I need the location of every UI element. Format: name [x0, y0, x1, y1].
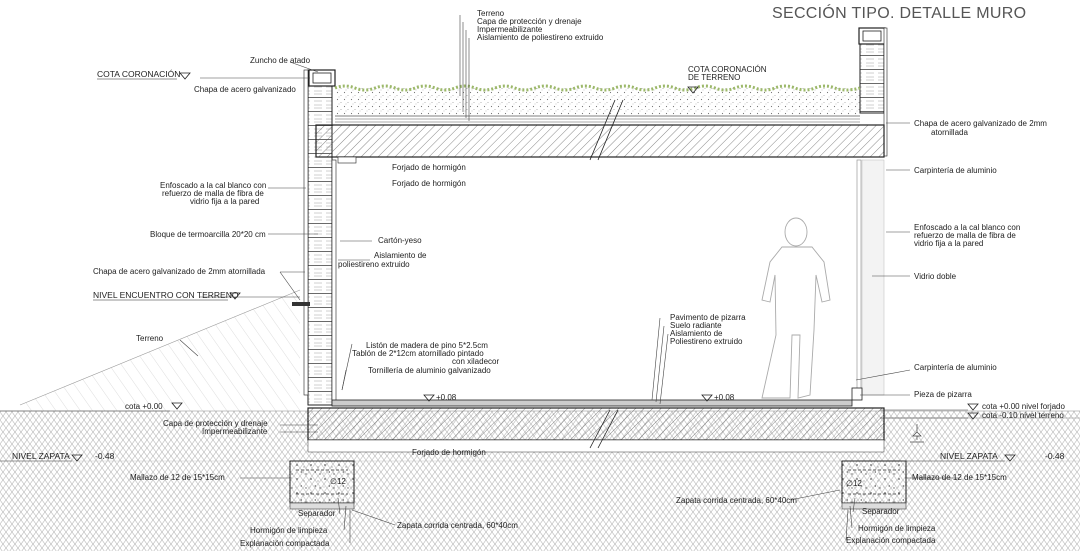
label-bloque: Bloque de termoarcilla 20*20 cm — [150, 230, 266, 239]
label-mallazo-left: Mallazo de 12 de 15*15cm — [130, 473, 225, 482]
label-impermeabilizante-bottom: Impermeabilizante — [202, 427, 268, 436]
label-cota-010-right: cota -0.10 nivel terreno — [982, 411, 1064, 420]
footing-right — [841, 460, 907, 510]
drawing-title: SECCIÓN TIPO. DETALLE MURO — [772, 3, 1026, 22]
label-chapa-left-2mm: Chapa de acero galvanizado de 2mm atorni… — [93, 267, 266, 276]
label-capa-proteccion-bottom: Capa de protección y drenaje — [163, 419, 268, 428]
label-enfoscado-right-2: refuerzo de malla de fibra de — [914, 231, 1016, 240]
label-zapata-right: Zapata corrida centrada, 60*40cm — [676, 496, 797, 505]
label-hormigon-left: Hormigón de limpieza — [250, 526, 328, 535]
footing-left — [289, 460, 355, 510]
label-cota-coronacion-terreno-2: DE TERRENO — [688, 73, 740, 82]
label-nivel-zapata-right: NIVEL ZAPATA — [940, 451, 998, 461]
label-separador-left: Separador — [298, 509, 336, 518]
label-vidrio: Vidrio doble — [914, 272, 957, 281]
label-chapa-right-1: Chapa de acero galvanizado de 2mm — [914, 119, 1047, 128]
label-carpinteria-bottom: Carpintería de aluminio — [914, 363, 997, 372]
label-nivel-encuentro: NIVEL ENCUENTRO CON TERRENO — [93, 290, 239, 300]
label-aislamiento-floor-2: Poliestireno extruido — [670, 337, 743, 346]
label-pavimento: Pavimento de pizarra — [670, 313, 746, 322]
label-aislamiento-top: Aislamiento de poliestireno extruido — [477, 33, 604, 42]
label-cota-coronacion-terreno-1: COTA CORONACIÓN — [688, 65, 767, 74]
label-terreno-top: Terreno — [477, 9, 505, 18]
left-wall — [292, 69, 337, 406]
label-aislamiento-floor-1: Aislamiento de — [670, 329, 723, 338]
label-cota-coronacion: COTA CORONACIÓN — [97, 69, 180, 79]
label-nivel-zapata-left-val: -0.48 — [95, 451, 115, 461]
green-roof — [334, 84, 861, 123]
label-capa-proteccion-top: Capa de protección y drenaje — [477, 17, 582, 26]
label-explanacion-right: Explanación compactada — [846, 536, 936, 545]
label-suelo-radiante: Suelo radiante — [670, 321, 722, 330]
label-nivel-zapata-right-val: -0.48 — [1045, 451, 1065, 461]
right-wall — [851, 27, 888, 401]
label-zapata-left: Zapata corrida centrada, 60*40cm — [397, 521, 518, 530]
label-enfoscado-left-3: vidrio fija a la pared — [190, 197, 259, 206]
label-aislamiento-mid-1: Aislamiento de — [374, 251, 427, 260]
label-enfoscado-right-3: vidrio fija a la pared — [914, 239, 983, 248]
label-cota-008-left: +0.08 — [436, 393, 457, 402]
level-markers — [71, 72, 1016, 462]
label-forjado-1: Forjado de hormigón — [392, 163, 466, 172]
label-cota-008-right: +0.08 — [714, 393, 735, 402]
label-diam-right: ∅12 — [846, 479, 862, 488]
label-impermeabilizante-top: Impermeabilizante — [477, 25, 543, 34]
label-tablon-2: con xiladecor — [452, 357, 499, 366]
label-carton-yeso: Cartón-yeso — [378, 236, 422, 245]
label-tornilleria: Tornillería de aluminio galvanizado — [368, 366, 491, 375]
label-enfoscado-left-1: Enfoscado a la cal blanco con — [160, 181, 266, 190]
leader-lines — [0, 15, 1005, 543]
label-mallazo-right: Mallazo de 12 de 15*15cm — [912, 473, 1007, 482]
label-enfoscado-right-1: Enfoscado a la cal blanco con — [914, 223, 1020, 232]
label-tablon-1: Tablón de 2*12cm atornillado pintado — [352, 349, 484, 358]
label-cota-000-right: cota +0.00 nivel forjado — [982, 402, 1065, 411]
label-zuncho: Zuncho de atado — [250, 56, 311, 65]
drain-detail — [910, 424, 924, 443]
label-carpinteria-top: Carpintería de aluminio — [914, 166, 997, 175]
label-chapa-right-2: atornillada — [931, 128, 968, 137]
human-figure — [761, 217, 831, 399]
roof-slab — [315, 99, 885, 164]
label-forjado-bottom: Forjado de hormigón — [412, 448, 486, 457]
label-enfoscado-left-2: refuerzo de malla de fibra de — [162, 189, 264, 198]
label-chapa-left-top: Chapa de acero galvanizado — [194, 85, 296, 94]
label-diam-left: ∅12 — [330, 477, 346, 486]
label-liston: Listón de madera de pino 5*2.5cm — [366, 341, 488, 350]
label-nivel-zapata-left: NIVEL ZAPATA — [12, 451, 70, 461]
label-terreno-left: Terreno — [136, 334, 164, 343]
label-separador-right: Separador — [862, 507, 900, 516]
label-cota-000-left: cota +0.00 — [125, 402, 163, 411]
label-pieza-pizarra: Pieza de pizarra — [914, 390, 972, 399]
label-hormigon-right: Hormigón de limpieza — [858, 524, 936, 533]
label-forjado-2: Forjado de hormigón — [392, 179, 466, 188]
label-explanacion-left: Explanación compactada — [240, 539, 330, 548]
label-aislamiento-mid-2: poliestireno extruido — [338, 260, 410, 269]
floor-slab — [307, 399, 885, 453]
